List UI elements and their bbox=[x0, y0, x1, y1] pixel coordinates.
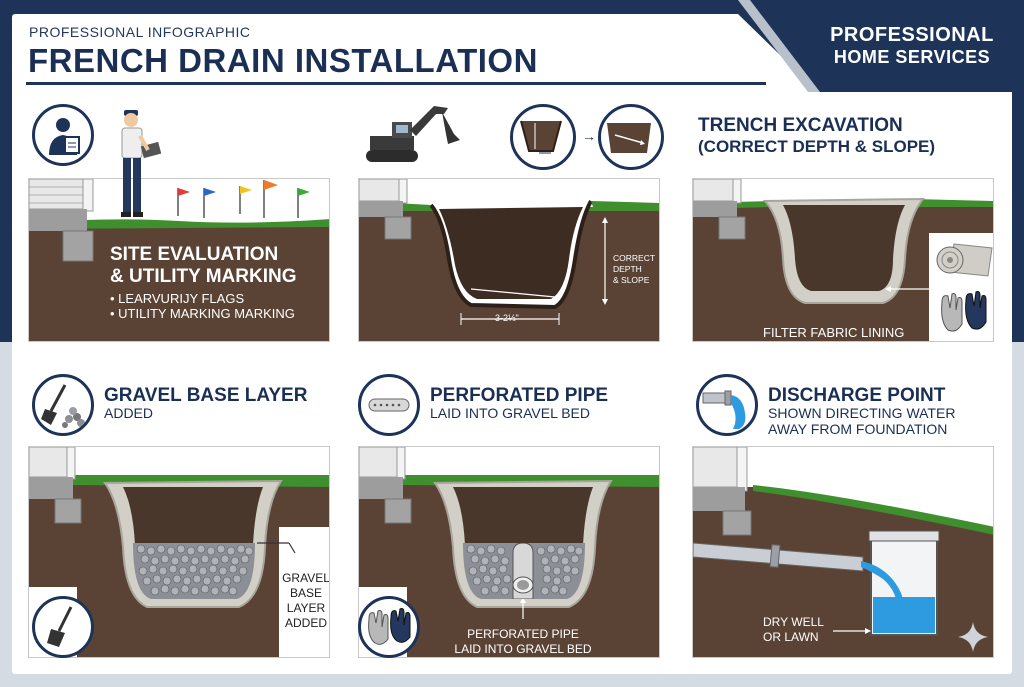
step-6-subtitle-line-2: AWAY FROM FOUNDATION bbox=[768, 421, 948, 437]
trench-slope-icon bbox=[598, 104, 664, 170]
dry-well bbox=[861, 530, 940, 636]
step-4-title: GRAVEL BASE LAYER bbox=[104, 385, 308, 406]
shovel-icon bbox=[32, 596, 94, 658]
step-4-callout-line-4: ADDED bbox=[284, 616, 327, 630]
header-corner-overlay bbox=[738, 0, 1024, 92]
step-5-title: PERFORATED PIPE bbox=[430, 385, 609, 406]
step-3-callout: FILTER FABRIC LINING bbox=[763, 325, 905, 340]
brand-line-2: HOME SERVICES bbox=[833, 47, 991, 67]
sparkle-icon bbox=[958, 622, 988, 652]
step-6-callout-line-1: DRY WELL bbox=[763, 615, 824, 629]
page-title: FRENCH DRAIN INSTALLATION bbox=[28, 42, 538, 79]
step-1-title-line-2: & UTILITY MARKING bbox=[110, 266, 297, 287]
step-6-subtitle-line-1: SHOWN DIRECTING WATER bbox=[768, 405, 956, 421]
trench-depth-icon bbox=[510, 104, 576, 170]
step-5-callout-line-1: PERFORATED PIPE bbox=[467, 627, 579, 641]
header-underline bbox=[26, 82, 766, 85]
shovel-gravel-icon bbox=[32, 374, 94, 436]
step-3-title-line-1: TRENCH EXCAVATION bbox=[698, 115, 903, 136]
fabric-roll-icon bbox=[936, 243, 993, 277]
brand-line-1: PROFESSIONAL bbox=[830, 24, 994, 46]
step-1-title-line-1: SITE EVALUATION bbox=[110, 244, 279, 265]
work-gloves-icon bbox=[941, 291, 987, 332]
discharge-pipe bbox=[693, 542, 864, 572]
step-2-arrow-icon: → bbox=[582, 128, 596, 144]
inspector-clipboard-icon bbox=[32, 104, 94, 166]
gravel-stones bbox=[136, 544, 254, 596]
utility-flags bbox=[177, 180, 310, 218]
step-1-bullet-2: • UTILITY MARKING MARKING bbox=[110, 306, 295, 321]
step-4-subtitle: ADDED bbox=[104, 405, 154, 421]
step-6-callout: DRY WELL OR LAWN bbox=[763, 615, 824, 645]
surveyor-worker-figure bbox=[121, 110, 310, 218]
perforated-pipe-in-trench bbox=[512, 543, 534, 599]
step-2-depth-label-2: DEPTH bbox=[613, 264, 642, 274]
step-1-scene: SITE EVALUATION & UTILITY MARKING • LEAR… bbox=[28, 178, 330, 342]
step-2-depth-label-3: & SLOPE bbox=[613, 275, 650, 285]
step-5-callout-line-2: LAID INTO GRAVEL BED bbox=[454, 642, 592, 656]
step-6-callout-line-2: OR LAWN bbox=[763, 630, 819, 644]
step-4-callout-line-1: GRAVEL bbox=[282, 571, 330, 585]
brand-name: PROFESSIONAL HOME SERVICES bbox=[812, 24, 1012, 68]
step-2-width-label: 3-2⅓" bbox=[495, 313, 519, 323]
excavator-icon bbox=[366, 106, 460, 162]
step-5-callout: PERFORATED PIPE LAID INTO GRAVEL BED bbox=[454, 627, 591, 657]
step-4-callout-line-2: BASE bbox=[289, 586, 322, 600]
step-6-scene: DRY WELL OR LAWN bbox=[692, 446, 994, 658]
step-4-callout-line-3: LAYER bbox=[286, 601, 326, 615]
work-gloves-icon bbox=[358, 596, 420, 658]
perforated-pipe-icon bbox=[358, 374, 420, 436]
header-eyebrow: PROFESSIONAL INFOGRAPHIC bbox=[29, 24, 251, 40]
step-2-scene: CORRECT DEPTH & SLOPE 3-2⅓" bbox=[358, 178, 660, 342]
step-3-title-line-2: (CORRECT DEPTH & SLOPE) bbox=[698, 137, 936, 156]
step-5-subtitle: LAID INTO GRAVEL BED bbox=[430, 405, 591, 421]
step-1-bullet-1: • LEARVURIJY FLAGS bbox=[110, 291, 245, 306]
step-6-title: DISCHARGE POINT bbox=[768, 385, 946, 406]
step-4-callout: GRAVEL BASE LAYER ADDED bbox=[279, 571, 330, 631]
gravel-stones bbox=[466, 543, 584, 599]
step-2-depth-label-1: CORRECT bbox=[613, 253, 656, 263]
pipe-discharge-icon bbox=[696, 374, 758, 436]
